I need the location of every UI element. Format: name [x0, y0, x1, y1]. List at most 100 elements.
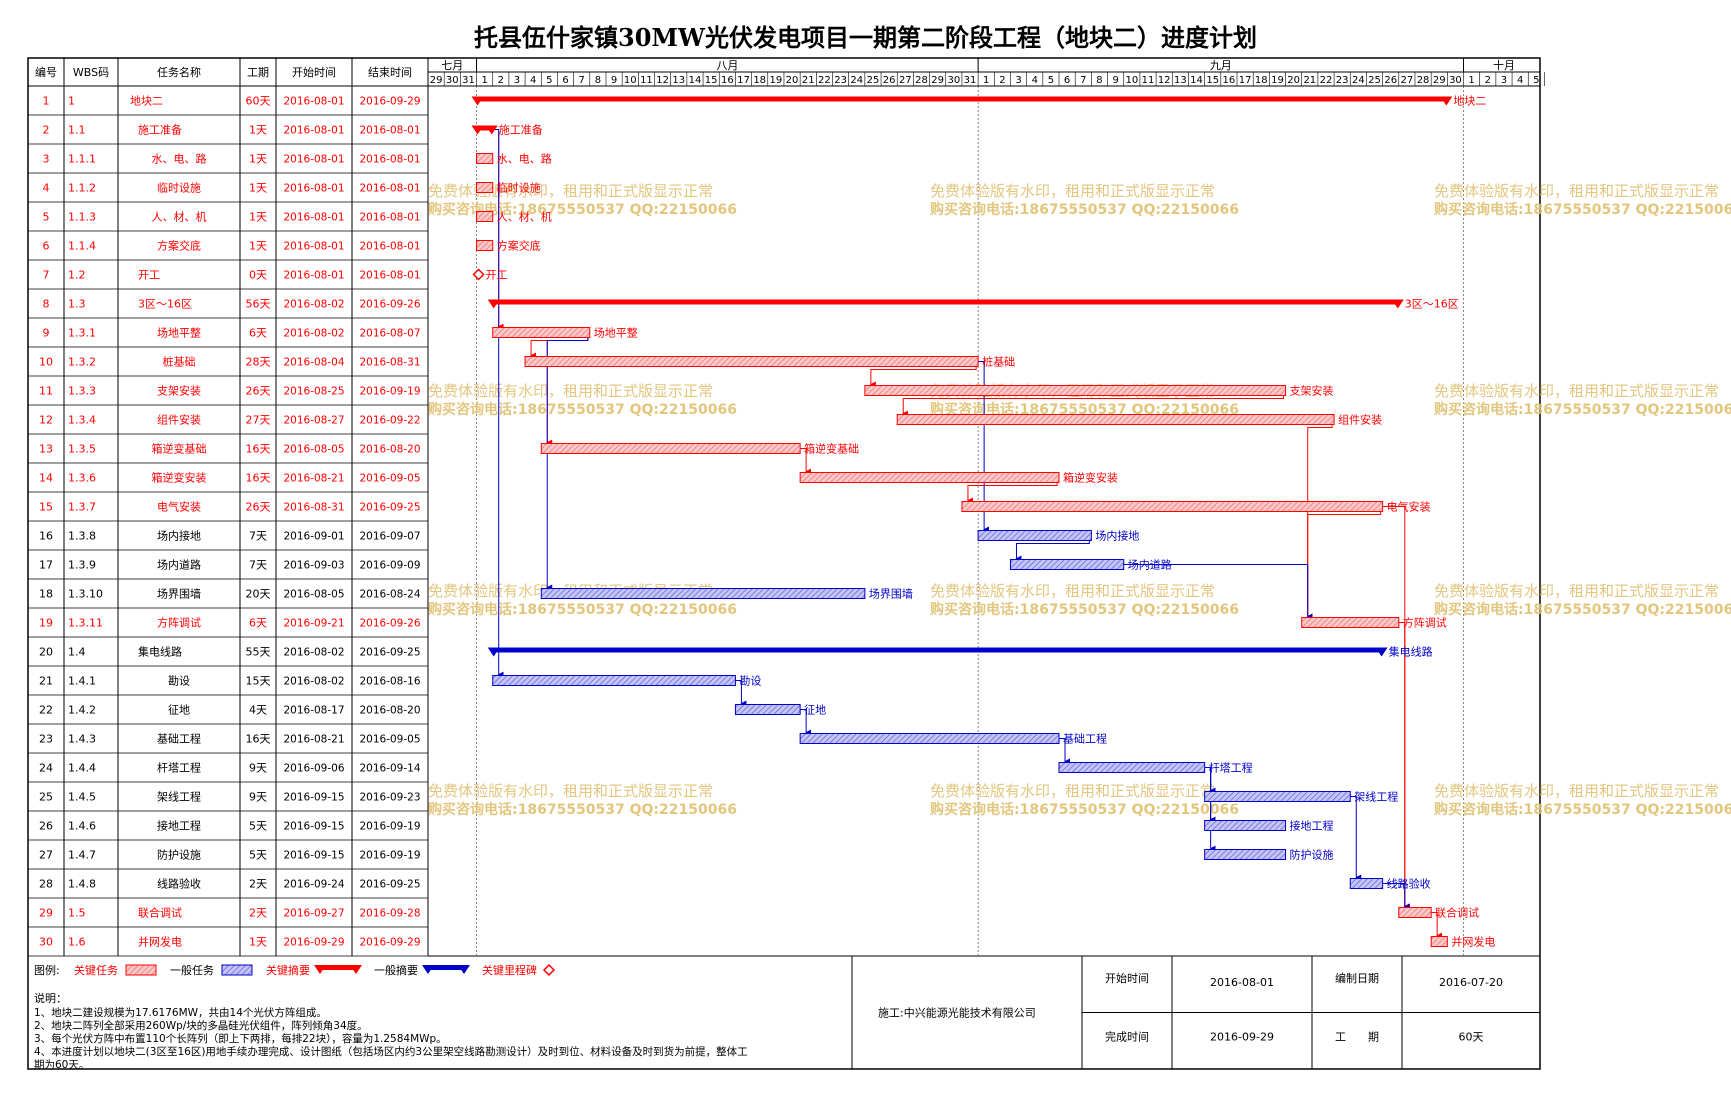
- footer: 图例:关键任务一般任务关键摘要一般摘要关键里程碑说明：1、地块二建设规模为17.…: [34, 956, 1540, 1071]
- task-duration: 5天: [249, 849, 267, 862]
- task-start: 2016-08-17: [283, 705, 344, 717]
- page-title: 托县伍什家镇30MW光伏发电项目一期第二阶段工程（地块二）进度计划: [474, 23, 1257, 52]
- task-duration: 20天: [246, 588, 271, 601]
- summary-bar: [492, 647, 1383, 653]
- task-id: 17: [39, 559, 53, 572]
- legend-label: 图例:: [34, 963, 60, 977]
- task-bar: [896, 414, 1335, 425]
- task-end: 2016-09-29: [359, 96, 420, 108]
- task-end: 2016-09-28: [359, 908, 420, 920]
- day-number: 30: [947, 75, 960, 86]
- footer-compiled-value: 2016-07-20: [1439, 976, 1503, 989]
- task-bar-label: 勘设: [739, 675, 761, 688]
- task-name: 场界围墙: [157, 587, 201, 601]
- task-end: 2016-09-29: [359, 937, 420, 949]
- task-start: 2016-08-02: [283, 328, 344, 340]
- day-number: 9: [1112, 75, 1118, 86]
- task-bar-label: 场内道路: [1128, 558, 1172, 572]
- task-id: 1: [43, 95, 50, 108]
- task-bar-label: 开工: [486, 269, 508, 282]
- task-start: 2016-09-15: [283, 821, 344, 833]
- dependency-link: [798, 709, 812, 736]
- task-duration: 1天: [249, 240, 267, 253]
- task-start: 2016-08-21: [283, 734, 344, 746]
- day-number: 18: [753, 75, 766, 86]
- day-number: 29: [1433, 75, 1446, 86]
- task-start: 2016-08-02: [283, 299, 344, 311]
- task-bar: [476, 153, 494, 164]
- column-header: 结束时间: [368, 66, 412, 79]
- task-bar-label: 施工准备: [499, 123, 543, 137]
- task-bar: [540, 443, 801, 454]
- task-name: 方案交底: [157, 239, 201, 253]
- summary-cap: [1391, 299, 1404, 309]
- task-start: 2016-08-05: [283, 444, 344, 456]
- day-number: 21: [1303, 75, 1316, 86]
- task-duration: 16天: [246, 443, 271, 456]
- task-id: 5: [43, 211, 50, 224]
- day-number: 18: [1255, 75, 1268, 86]
- legend-swatch-cap: [350, 965, 362, 974]
- task-end: 2016-08-07: [359, 328, 420, 340]
- day-number: 4: [530, 75, 536, 86]
- task-end: 2016-09-14: [359, 763, 420, 775]
- day-number: 23: [1336, 75, 1349, 86]
- day-number: 9: [611, 75, 617, 86]
- day-number: 2: [1485, 75, 1491, 86]
- watermark-text: 免费体验版有水印，租用和正式版显示正常: [1434, 182, 1719, 200]
- task-bar-label: 电气安装: [1387, 500, 1431, 514]
- task-start: 2016-09-01: [283, 531, 344, 543]
- task-end: 2016-09-26: [359, 299, 420, 311]
- task-bar: [476, 182, 494, 193]
- notes-title: 说明：: [34, 991, 67, 1005]
- task-id: 25: [39, 791, 53, 804]
- task-duration: 9天: [249, 791, 267, 804]
- task-name: 开工: [138, 269, 160, 282]
- footer-end-label: 完成时间: [1105, 1030, 1149, 1044]
- watermark-text: 购买咨询电话:18675550537 QQ:22150066: [930, 601, 1239, 618]
- task-id: 9: [43, 327, 50, 340]
- task-name: 箱逆变安装: [152, 471, 207, 485]
- task-duration: 1天: [249, 153, 267, 166]
- task-bar-label: 临时设施: [497, 181, 541, 195]
- day-number: 16: [1223, 75, 1236, 86]
- notes-line: 2、地块二阵列全部采用260Wp/块的多晶硅光伏组件，阵列倾角34度。: [34, 1019, 368, 1032]
- task-id: 10: [39, 356, 53, 369]
- legend-swatch-cap: [458, 965, 470, 974]
- day-number: 13: [672, 75, 685, 86]
- task-wbs: 1.4.2: [68, 704, 96, 717]
- task-bar: [1204, 791, 1351, 802]
- day-number: 20: [786, 75, 799, 86]
- task-end: 2016-09-25: [359, 647, 420, 659]
- task-id: 22: [39, 704, 53, 717]
- task-end: 2016-09-05: [359, 734, 420, 746]
- task-duration: 6天: [249, 617, 267, 630]
- dependency-link: [1306, 419, 1333, 620]
- watermark-text: 免费体验版有水印，租用和正式版显示正常: [930, 182, 1215, 200]
- legend-swatch: [426, 965, 466, 970]
- task-duration: 2天: [249, 878, 267, 891]
- task-duration: 60天: [246, 95, 271, 108]
- task-name: 并网发电: [138, 935, 182, 949]
- task-start: 2016-08-01: [283, 125, 344, 137]
- task-id: 24: [39, 762, 53, 775]
- task-end: 2016-09-07: [359, 531, 420, 543]
- task-bar-label: 线路验收: [1387, 877, 1431, 891]
- task-name: 施工准备: [138, 123, 182, 137]
- task-end: 2016-08-01: [359, 154, 420, 166]
- task-duration: 1天: [249, 936, 267, 949]
- day-number: 26: [883, 75, 896, 86]
- task-bar-label: 地块二: [1453, 95, 1486, 108]
- day-number: 2: [999, 75, 1005, 86]
- task-wbs: 1.1.4: [68, 240, 96, 253]
- task-id: 7: [43, 269, 50, 282]
- task-bar: [1349, 878, 1384, 889]
- task-end: 2016-08-01: [359, 241, 420, 253]
- task-duration: 15天: [246, 675, 271, 688]
- day-number: 25: [1368, 75, 1381, 86]
- task-start: 2016-09-29: [283, 937, 344, 949]
- task-start: 2016-08-31: [283, 502, 344, 514]
- task-end: 2016-09-26: [359, 618, 420, 630]
